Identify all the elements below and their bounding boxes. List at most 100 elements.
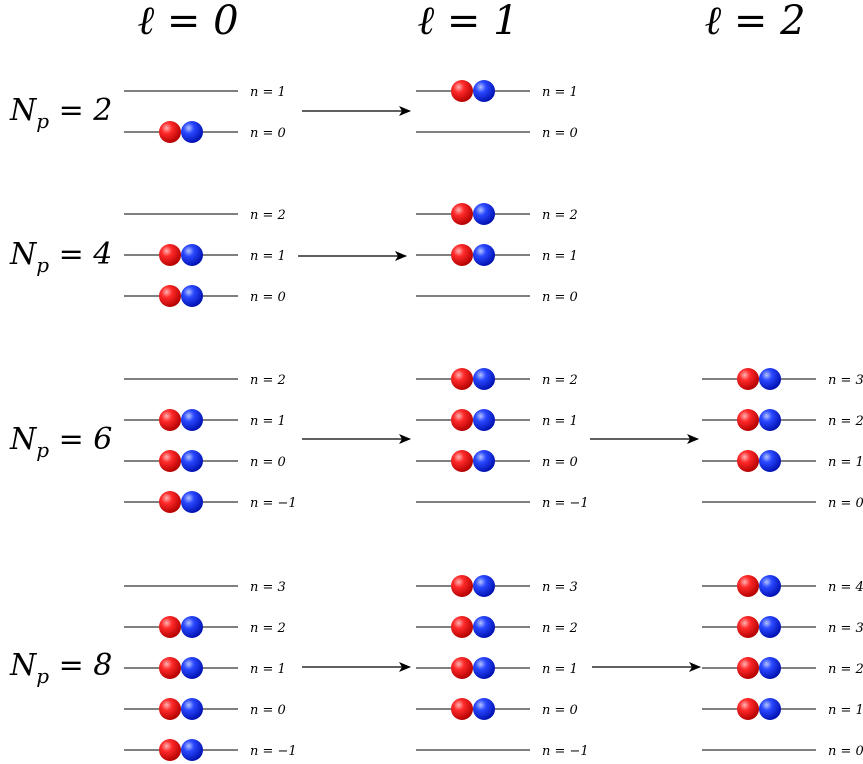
proton-ball-r2-c1-lv0 xyxy=(451,368,473,390)
neutron-ball-r1-c1-lv0 xyxy=(473,203,495,225)
neutron-ball-r3-c2-lv1 xyxy=(759,616,781,638)
proton-ball-r1-c1-lv1 xyxy=(451,244,473,266)
proton-ball-r3-c0-lv3 xyxy=(159,698,181,720)
header-l2: ℓ = 2 xyxy=(704,0,805,44)
row-label-np8: Np = 8 xyxy=(9,648,112,688)
proton-ball-r3-c0-lv4 xyxy=(159,739,181,761)
neutron-ball-r2-c1-lv1 xyxy=(473,409,495,431)
level-label-r0-c1-lv0: n = 1 xyxy=(542,85,578,100)
neutron-ball-r3-c1-lv0 xyxy=(473,575,495,597)
neutron-ball-r2-c2-lv0 xyxy=(759,368,781,390)
proton-ball-r3-c2-lv1 xyxy=(737,616,759,638)
level-label-r2-c1-lv1: n = 1 xyxy=(542,414,578,429)
proton-ball-r3-c2-lv0 xyxy=(737,575,759,597)
level-label-r3-c2-lv2: n = 2 xyxy=(828,662,863,677)
proton-ball-r3-c0-lv1 xyxy=(159,616,181,638)
neutron-ball-r2-c2-lv1 xyxy=(759,409,781,431)
header-l1: ℓ = 1 xyxy=(417,0,518,44)
neutron-ball-r3-c1-lv3 xyxy=(473,698,495,720)
neutron-ball-r3-c2-lv2 xyxy=(759,657,781,679)
proton-ball-r2-c2-lv1 xyxy=(737,409,759,431)
levels-layer: n = 1 n = 0 n = 1 n = 0 n = 2 n = 1 n = 0 n = 2… xyxy=(124,80,863,761)
proton-ball-r2-c0-lv1 xyxy=(159,409,181,431)
level-label-r3-c1-lv2: n = 1 xyxy=(542,662,578,677)
neutron-ball-r3-c1-lv1 xyxy=(473,616,495,638)
level-label-r2-c0-lv2: n = 0 xyxy=(250,455,286,470)
neutron-ball-r2-c0-lv1 xyxy=(181,409,203,431)
neutron-ball-r3-c0-lv1 xyxy=(181,616,203,638)
level-label-r2-c2-lv1: n = 2 xyxy=(828,414,863,429)
level-label-r3-c2-lv3: n = 1 xyxy=(828,703,863,718)
level-label-r0-c1-lv1: n = 0 xyxy=(542,126,578,141)
level-label-r1-c0-lv2: n = 0 xyxy=(250,290,286,305)
proton-ball-r2-c0-lv2 xyxy=(159,450,181,472)
proton-ball-r0-c0-lv1 xyxy=(159,121,181,143)
level-label-r1-c1-lv1: n = 1 xyxy=(542,249,578,264)
level-label-r3-c0-lv1: n = 2 xyxy=(250,621,286,636)
row-label-np4: Np = 4 xyxy=(9,237,112,277)
neutron-ball-r1-c0-lv1 xyxy=(181,244,203,266)
proton-ball-r2-c2-lv0 xyxy=(737,368,759,390)
level-label-r3-c1-lv4: n = −1 xyxy=(542,744,589,759)
proton-ball-r0-c1-lv0 xyxy=(451,80,473,102)
proton-ball-r1-c0-lv2 xyxy=(159,285,181,307)
level-label-r3-c2-lv1: n = 3 xyxy=(828,621,863,636)
proton-ball-r3-c1-lv2 xyxy=(451,657,473,679)
neutron-ball-r3-c0-lv3 xyxy=(181,698,203,720)
level-label-r3-c1-lv0: n = 3 xyxy=(542,580,578,595)
proton-ball-r1-c1-lv0 xyxy=(451,203,473,225)
level-label-r2-c2-lv2: n = 1 xyxy=(828,455,863,470)
level-label-r2-c2-lv0: n = 3 xyxy=(828,373,863,388)
neutron-ball-r2-c0-lv3 xyxy=(181,491,203,513)
neutron-ball-r3-c1-lv2 xyxy=(473,657,495,679)
level-label-r2-c0-lv0: n = 2 xyxy=(250,373,286,388)
level-label-r1-c1-lv0: n = 2 xyxy=(542,208,578,223)
neutron-ball-r1-c0-lv2 xyxy=(181,285,203,307)
level-label-r3-c1-lv3: n = 0 xyxy=(542,703,578,718)
neutron-ball-r2-c1-lv0 xyxy=(473,368,495,390)
neutron-ball-r2-c2-lv2 xyxy=(759,450,781,472)
neutron-ball-r3-c2-lv3 xyxy=(759,698,781,720)
proton-ball-r3-c2-lv3 xyxy=(737,698,759,720)
proton-ball-r2-c1-lv1 xyxy=(451,409,473,431)
level-label-r2-c1-lv3: n = −1 xyxy=(542,496,589,511)
level-label-r3-c1-lv1: n = 2 xyxy=(542,621,578,636)
level-label-r2-c1-lv2: n = 0 xyxy=(542,455,578,470)
proton-ball-r3-c2-lv2 xyxy=(737,657,759,679)
proton-ball-r2-c1-lv2 xyxy=(451,450,473,472)
level-label-r2-c0-lv1: n = 1 xyxy=(250,414,286,429)
neutron-ball-r1-c1-lv1 xyxy=(473,244,495,266)
level-label-r0-c0-lv0: n = 1 xyxy=(250,85,286,100)
neutron-ball-r2-c1-lv2 xyxy=(473,450,495,472)
proton-ball-r3-c1-lv0 xyxy=(451,575,473,597)
proton-ball-r3-c1-lv1 xyxy=(451,616,473,638)
level-label-r1-c0-lv1: n = 1 xyxy=(250,249,286,264)
neutron-ball-r3-c2-lv0 xyxy=(759,575,781,597)
level-label-r3-c0-lv0: n = 3 xyxy=(250,580,286,595)
proton-ball-r2-c0-lv3 xyxy=(159,491,181,513)
neutron-ball-r0-c0-lv1 xyxy=(181,121,203,143)
row-label-np6: Np = 6 xyxy=(9,422,112,462)
header-l0: ℓ = 0 xyxy=(137,0,238,44)
level-label-r2-c0-lv3: n = −1 xyxy=(250,496,297,511)
neutron-ball-r3-c0-lv4 xyxy=(181,739,203,761)
level-label-r3-c2-lv0: n = 4 xyxy=(828,580,863,595)
proton-ball-r1-c0-lv1 xyxy=(159,244,181,266)
proton-ball-r2-c2-lv2 xyxy=(737,450,759,472)
level-label-r2-c1-lv0: n = 2 xyxy=(542,373,578,388)
row-label-np2: Np = 2 xyxy=(9,93,112,133)
level-label-r3-c0-lv2: n = 1 xyxy=(250,662,286,677)
level-label-r0-c0-lv1: n = 0 xyxy=(250,126,286,141)
neutron-ball-r3-c0-lv2 xyxy=(181,657,203,679)
level-label-r2-c2-lv3: n = 0 xyxy=(828,496,863,511)
neutron-ball-r2-c0-lv2 xyxy=(181,450,203,472)
proton-ball-r3-c0-lv2 xyxy=(159,657,181,679)
level-label-r1-c0-lv0: n = 2 xyxy=(250,208,286,223)
level-label-r1-c1-lv2: n = 0 xyxy=(542,290,578,305)
neutron-ball-r0-c1-lv0 xyxy=(473,80,495,102)
level-label-r3-c2-lv4: n = 0 xyxy=(828,744,863,759)
level-label-r3-c0-lv3: n = 0 xyxy=(250,703,286,718)
proton-ball-r3-c1-lv3 xyxy=(451,698,473,720)
level-label-r3-c0-lv4: n = −1 xyxy=(250,744,297,759)
